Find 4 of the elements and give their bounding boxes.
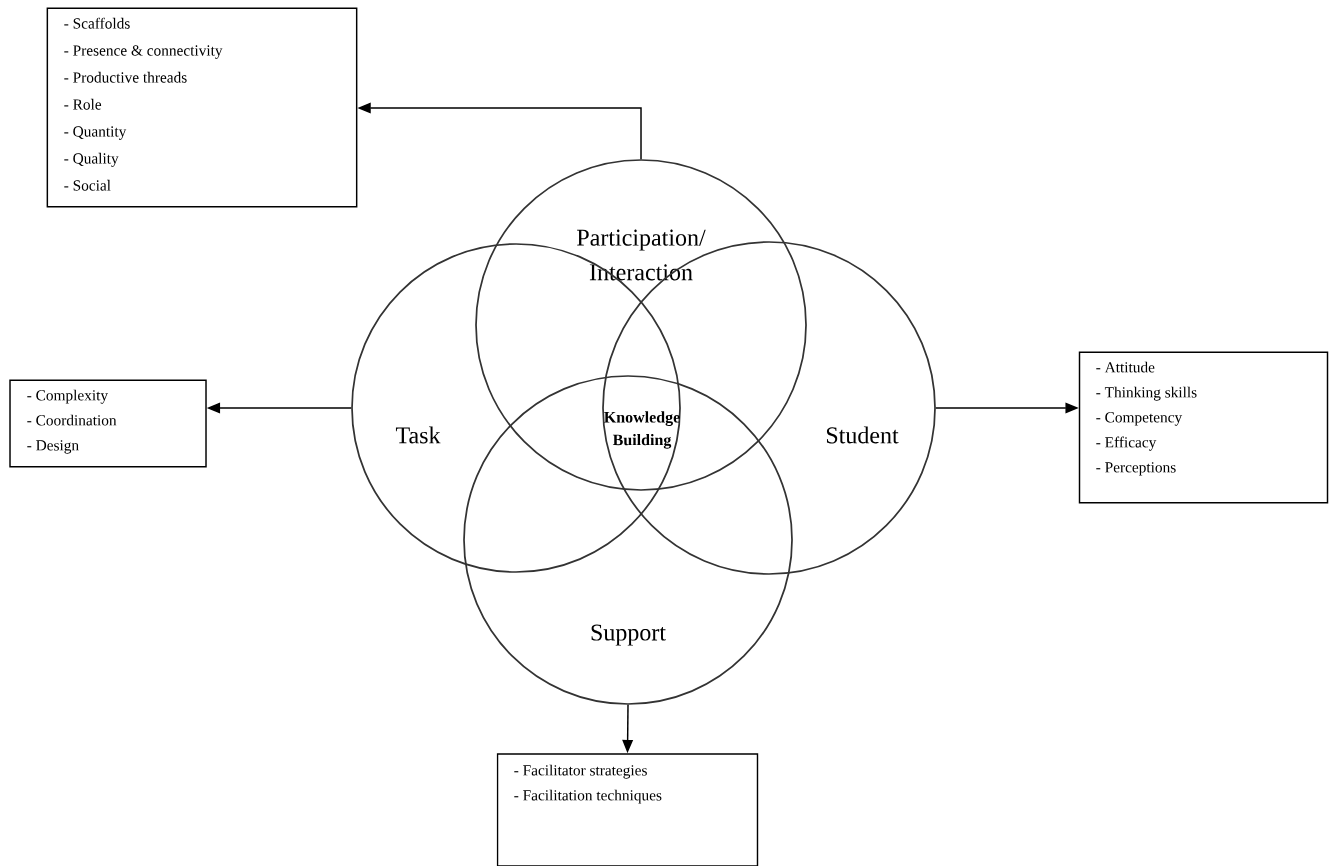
list-box: - Scaffolds - Presence & connectivity - Productive threads - Role - Quantity - Quality - Social (46, 7, 358, 208)
list-box: - Complexity - Coordination - Design (9, 379, 207, 468)
list-box: - Attitude - Thinking skills - Competency - Efficacy - Perceptions (1078, 351, 1329, 504)
list-box: - Facilitator strategies - Facilitation techniques (496, 753, 759, 866)
